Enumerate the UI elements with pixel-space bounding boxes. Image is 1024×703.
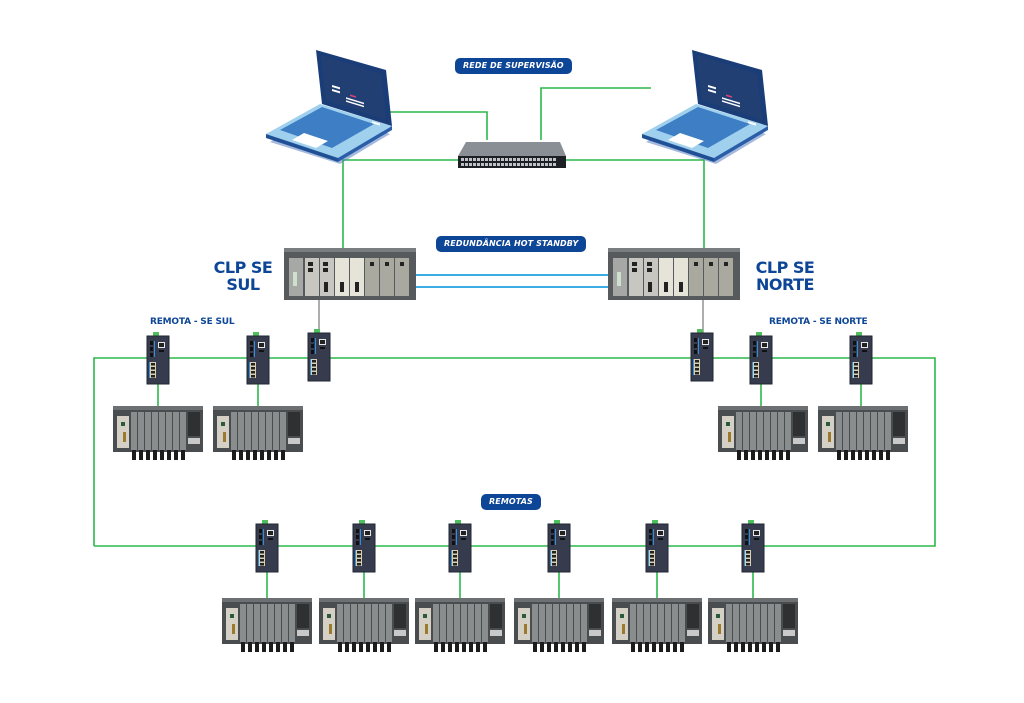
industrial-switch-bottom-3: [448, 519, 472, 573]
link-laptop-right-switch: [540, 87, 651, 140]
industrial-switch-top-3: [307, 328, 331, 382]
link-switch-plc-norte: [565, 159, 705, 248]
label-supervision-network: REDE DE SUPERVISÃO: [455, 58, 572, 74]
industrial-switch-bottom-6: [741, 519, 765, 573]
link-switch-plc-sul: [342, 159, 460, 248]
laptop-supervision-left: [266, 50, 392, 164]
label-plc-se-norte: CLP SE NORTE: [750, 259, 820, 293]
label-remotes: REMOTAS: [481, 494, 541, 510]
label-plc-se-norte-line1: CLP SE: [755, 258, 815, 277]
core-switch: [458, 142, 566, 168]
plc-rack-se-norte: [608, 248, 740, 300]
industrial-switch-bottom-2: [352, 519, 376, 573]
label-plc-se-sul: CLP SE SUL: [208, 259, 278, 293]
remote-io-rack-bottom-1: [222, 598, 312, 652]
remote-io-rack-top-3: [718, 406, 808, 460]
remote-io-rack-top-4: [818, 406, 908, 460]
remote-io-rack-bottom-6: [708, 598, 798, 652]
industrial-switch-top-2: [246, 331, 270, 385]
remote-io-rack-bottom-4: [514, 598, 604, 652]
label-plc-se-norte-line2: NORTE: [756, 275, 814, 294]
label-hot-standby: REDUNDÂNCIA HOT STANDBY: [436, 236, 587, 252]
industrial-switch-top-1: [146, 331, 170, 385]
laptop-supervision-right: [642, 50, 768, 164]
link-laptop-left-switch: [375, 111, 488, 140]
remote-io-rack-bottom-3: [415, 598, 505, 652]
label-remote-se-sul: REMOTA - SE SUL: [150, 317, 235, 327]
remote-io-rack-top-1: [113, 406, 203, 460]
industrial-switch-top-4: [690, 328, 714, 382]
industrial-switch-top-6: [849, 331, 873, 385]
label-remote-se-norte: REMOTA - SE NORTE: [769, 317, 868, 327]
industrial-switch-bottom-5: [645, 519, 669, 573]
remote-io-rack-top-2: [213, 406, 303, 460]
remote-io-rack-bottom-5: [612, 598, 702, 652]
label-plc-se-sul-line1: CLP SE: [213, 258, 273, 277]
remote-io-rack-bottom-2: [319, 598, 409, 652]
industrial-switch-bottom-1: [255, 519, 279, 573]
industrial-switch-top-5: [749, 331, 773, 385]
devices-layer: [113, 50, 908, 652]
industrial-switch-bottom-4: [547, 519, 571, 573]
plc-rack-se-sul: [284, 248, 416, 300]
label-plc-se-sul-line2: SUL: [226, 275, 260, 294]
